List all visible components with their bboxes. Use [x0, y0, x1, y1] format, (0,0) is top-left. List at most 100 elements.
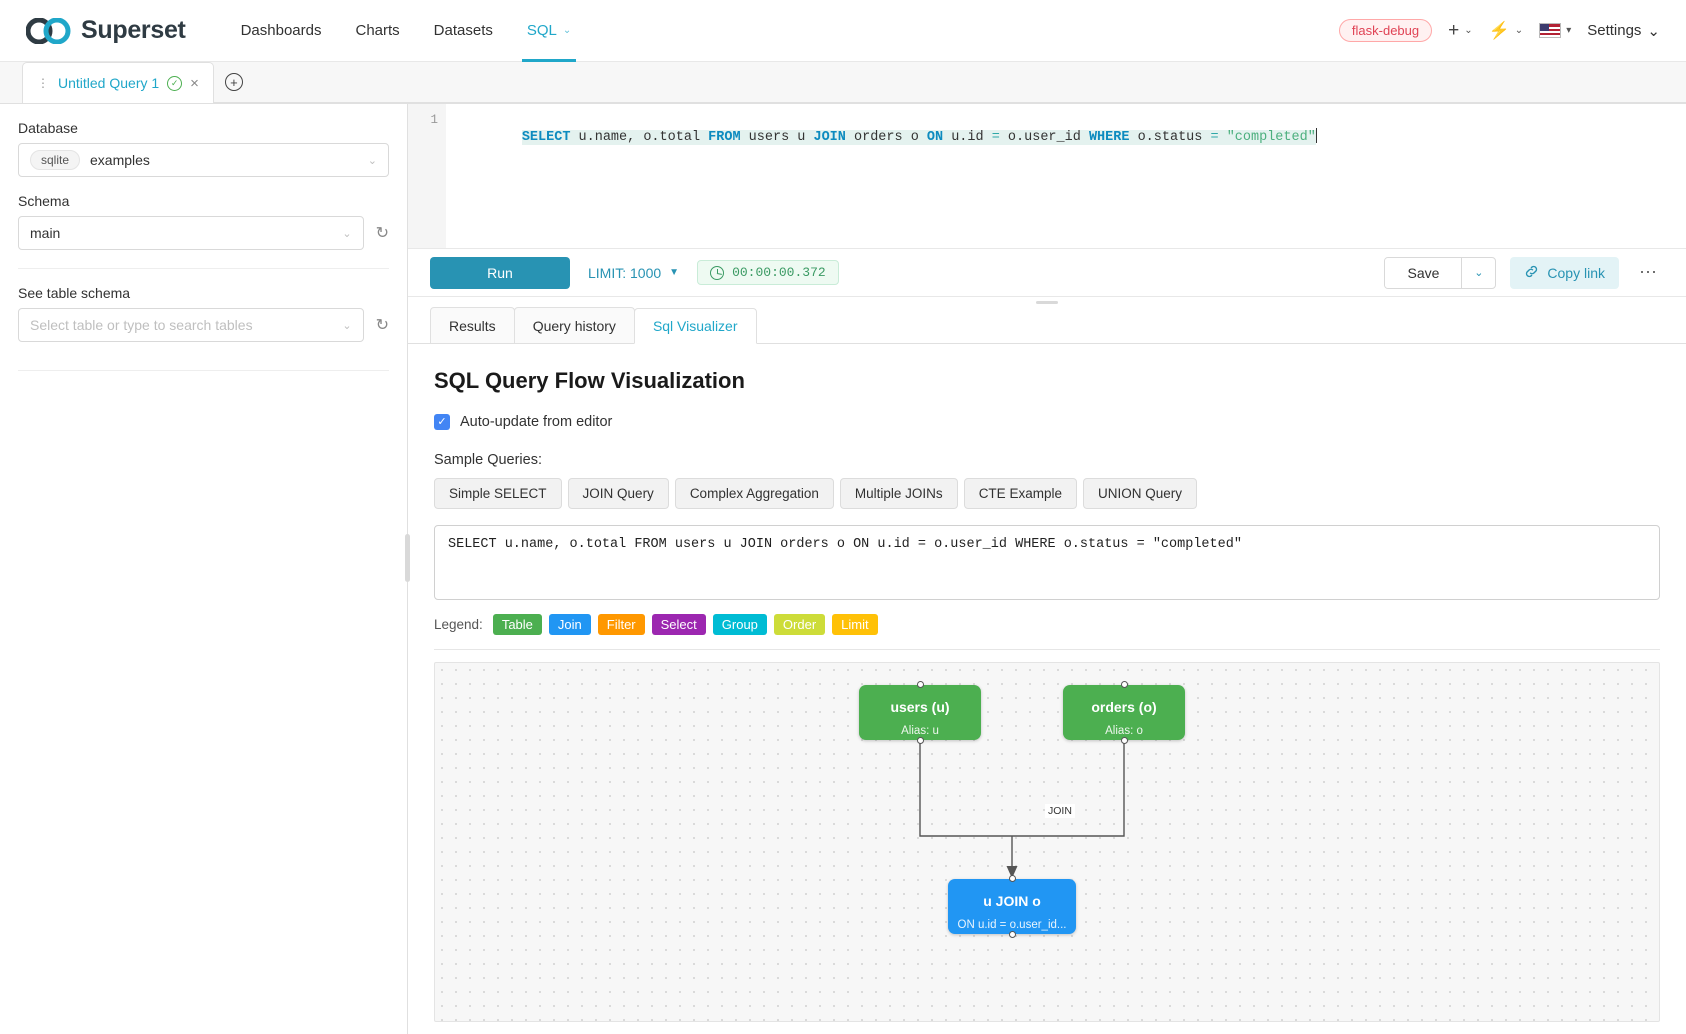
query-timer-badge: 00:00:00.372: [697, 260, 839, 285]
sql-editor[interactable]: 1 SELECT u.name, o.total FROM users u JO…: [408, 104, 1686, 249]
plus-circle-icon: +: [224, 73, 243, 91]
language-selector[interactable]: ▾: [1539, 23, 1571, 38]
code-token: u.id: [943, 130, 992, 145]
superset-logo[interactable]: Superset: [25, 16, 186, 45]
brand-text: Superset: [81, 16, 186, 44]
us-flag-icon: [1539, 23, 1562, 38]
sample-query-button-0[interactable]: Simple SELECT: [434, 478, 562, 509]
table-search-input[interactable]: Select table or type to search tables ⌄: [18, 308, 364, 342]
nav-dashboards-label: Dashboards: [240, 22, 322, 39]
node-port-top[interactable]: [1008, 875, 1016, 882]
edge-label-join: JOIN: [1045, 804, 1075, 818]
nav-charts[interactable]: Charts: [338, 0, 416, 62]
limit-selector[interactable]: LIMIT: 1000 ▼: [588, 265, 679, 281]
editor-toolbar: Run LIMIT: 1000 ▼ 00:00:00.372 Save ⌄: [408, 249, 1686, 297]
drag-handle-icon[interactable]: ⋮: [37, 76, 50, 90]
new-item-button[interactable]: + ⌄: [1448, 20, 1473, 42]
auto-update-row: ✓ Auto-update from editor: [434, 414, 1660, 430]
schema-select[interactable]: main ⌄: [18, 216, 364, 250]
check-circle-icon: ✓: [167, 75, 183, 91]
query-tab-untitled-query-1[interactable]: ⋮ Untitled Query 1 ✓ ×: [22, 62, 214, 103]
sample-query-button-4[interactable]: CTE Example: [963, 478, 1077, 509]
panel-divider: [18, 268, 389, 269]
edge: [919, 740, 1012, 837]
refresh-schema-icon[interactable]: ↻: [375, 225, 389, 242]
nav-dashboards[interactable]: Dashboards: [224, 0, 339, 62]
left-bottom-divider: [18, 370, 389, 371]
node-port-bottom[interactable]: [916, 737, 924, 744]
graph-node-orders[interactable]: orders (o) Alias: o: [1063, 681, 1185, 744]
code-token: =: [1210, 130, 1219, 145]
query-flow-canvas[interactable]: users (u)Alias: u orders (o) Alias: o u JOI…: [434, 662, 1660, 1022]
caret-down-icon: ▼: [669, 267, 680, 278]
tab-results-label: Results: [449, 317, 496, 334]
query-tab-label: Untitled Query 1: [58, 75, 160, 91]
horizontal-resize-handle[interactable]: [408, 297, 1686, 307]
panel-resize-handle[interactable]: [405, 534, 410, 582]
tab-sql-visualizer[interactable]: Sql Visualizer: [633, 308, 757, 344]
caret-down-icon: ▾: [1566, 25, 1572, 36]
node-subtitle: Alias: o: [1105, 724, 1143, 737]
settings-menu[interactable]: Settings ⌄: [1587, 22, 1660, 40]
node-port-bottom[interactable]: [1120, 737, 1128, 744]
database-label: Database: [18, 120, 78, 136]
chevron-down-icon: ⌄: [562, 25, 572, 36]
page-title: SQL Query Flow Visualization: [434, 368, 745, 393]
sql-input-textarea[interactable]: [434, 525, 1660, 600]
database-value: examples: [90, 152, 150, 168]
auto-update-checkbox[interactable]: ✓: [434, 414, 450, 430]
nav-charts-label: Charts: [355, 22, 400, 39]
save-dropdown-chevron-down-icon[interactable]: ⌄: [1461, 257, 1495, 288]
chevron-down-icon: ⌄: [342, 227, 352, 240]
node-port-bottom[interactable]: [1008, 931, 1016, 938]
chevron-down-icon: ⌄: [367, 154, 377, 167]
node-port-top[interactable]: [916, 681, 924, 688]
nav-sql[interactable]: SQL ⌄: [510, 0, 588, 62]
nav-datasets[interactable]: Datasets: [417, 0, 510, 62]
auto-update-label: Auto-update from editor: [460, 414, 613, 430]
database-field: Database sqlite examples ⌄: [18, 120, 389, 177]
editor-code-line[interactable]: SELECT u.name, o.total FROM users u JOIN…: [446, 104, 1317, 248]
editor-line-number: 1: [430, 113, 438, 127]
bolt-icon: ⚡: [1488, 20, 1510, 40]
main-split: Database sqlite examples ⌄ Schema main ⌄…: [0, 104, 1686, 1034]
sample-query-button-2[interactable]: Complex Aggregation: [674, 478, 834, 509]
sample-query-button-5[interactable]: UNION Query: [1082, 478, 1197, 509]
tab-results[interactable]: Results: [430, 307, 515, 343]
close-icon[interactable]: ×: [190, 74, 199, 92]
sample-query-button-3[interactable]: Multiple JOINs: [839, 478, 958, 509]
copy-link-button[interactable]: Copy link: [1510, 256, 1619, 289]
add-query-tab-button[interactable]: +: [213, 62, 254, 103]
graph-node-users[interactable]: users (u)Alias: u: [859, 681, 981, 744]
legend-chip-join: Join: [548, 614, 591, 635]
left-query-panel: Database sqlite examples ⌄ Schema main ⌄…: [0, 104, 410, 1034]
result-tabs: Results Query history Sql Visualizer: [408, 307, 1686, 344]
refresh-tables-icon[interactable]: ↻: [375, 317, 389, 334]
node-title: orders (o): [1091, 699, 1157, 715]
more-options-icon[interactable]: ⋯: [1639, 262, 1658, 282]
tab-query-history[interactable]: Query history: [513, 307, 635, 343]
primary-nav: Dashboards Charts Datasets SQL ⌄: [224, 0, 589, 62]
run-button[interactable]: Run: [430, 256, 570, 289]
bolt-menu-button[interactable]: ⚡ ⌄: [1489, 21, 1524, 41]
legend-chip-select: Select: [651, 614, 706, 635]
sample-queries-label: Sample Queries:: [434, 452, 542, 468]
legend-chip-order: Order: [773, 614, 826, 635]
save-button[interactable]: Save: [1385, 257, 1462, 288]
tab-sql-visualizer-label: Sql Visualizer: [652, 318, 738, 334]
clock-icon: [710, 265, 725, 280]
table-schema-label: See table schema: [18, 285, 131, 301]
table-search-placeholder: Select table or type to search tables: [30, 317, 253, 333]
database-select[interactable]: sqlite examples ⌄: [18, 143, 389, 177]
top-navbar: Superset Dashboards Charts Datasets SQL …: [0, 0, 1686, 62]
node-port-top[interactable]: [1120, 681, 1128, 688]
superset-logo-icon: [25, 17, 72, 44]
code-token: orders o: [845, 130, 927, 145]
code-token: ON: [926, 130, 944, 145]
node-subtitle: ON u.id = o.user_id...: [957, 918, 1067, 931]
navbar-right: flask-debug + ⌄ ⚡ ⌄ ▾ Settings ⌄: [1338, 19, 1660, 42]
sample-query-button-1[interactable]: JOIN Query: [567, 478, 669, 509]
